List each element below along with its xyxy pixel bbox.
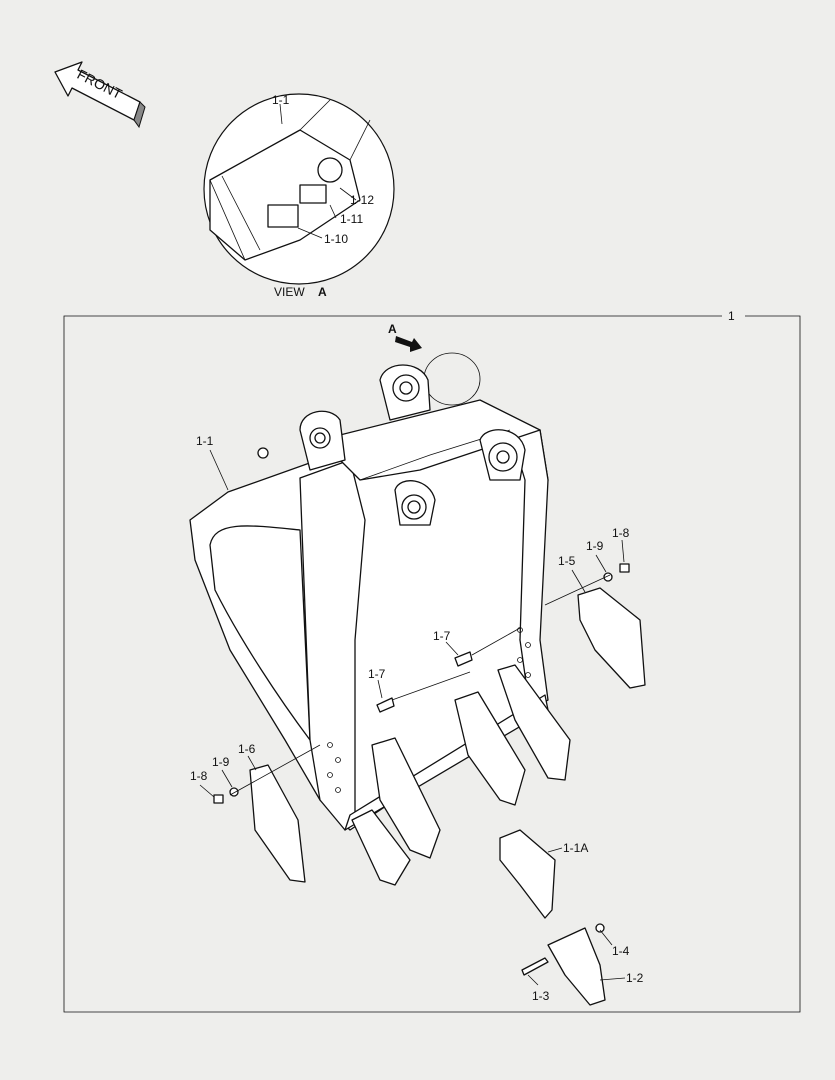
- pin-1-3: [521, 957, 549, 976]
- assembly-number: 1: [728, 309, 735, 323]
- callout-1-4: 1-4: [612, 944, 630, 958]
- fasteners: [213, 563, 630, 804]
- callout-1-2: 1-2: [626, 971, 644, 985]
- bolt-upper: [454, 651, 473, 667]
- callout-1-1A: 1-1A: [563, 841, 588, 855]
- side-cutter-1-6: [249, 764, 306, 883]
- view-arrow-letter: A: [388, 322, 397, 336]
- callout-1-8-left: 1-8: [190, 769, 208, 783]
- tooth-assembly: [499, 829, 606, 1006]
- washer-left: [229, 787, 239, 797]
- tooth-1-2: [547, 927, 606, 1006]
- decal-plate-1-10: [267, 204, 299, 228]
- callout-1-9-left: 1-9: [212, 755, 230, 769]
- decal-plate-1-12: [299, 184, 327, 204]
- bolt-lower: [376, 697, 395, 713]
- bucket-teeth: [351, 664, 571, 886]
- callout-1-12: 1-12: [350, 193, 374, 207]
- view-caption-prefix: VIEW: [274, 285, 305, 299]
- side-cutter-1-5: [577, 587, 646, 689]
- callout-1-11: 1-11: [340, 212, 363, 226]
- view-caption-letter: A: [318, 285, 327, 299]
- lock-1-4: [595, 923, 605, 933]
- callout-1-7-lower: 1-7: [368, 667, 386, 681]
- front-arrow: FRONT: [54, 61, 146, 129]
- callout-1-7-upper: 1-7: [433, 629, 451, 643]
- callout-1-1: 1-1: [196, 434, 214, 448]
- detail-view-a: 1-1 1-12 1-11 1-10 VIEW A: [203, 93, 395, 299]
- callout-1-8-right: 1-8: [612, 526, 630, 540]
- nut-right: [619, 563, 630, 573]
- callout-1-1-detail: 1-1: [272, 93, 290, 107]
- tooth-adapter-1-1A: [499, 829, 556, 919]
- callout-1-6: 1-6: [238, 742, 256, 756]
- callout-1-9-right: 1-9: [586, 539, 604, 553]
- nut-left: [213, 794, 224, 804]
- side-cutters: [249, 587, 646, 883]
- callout-1-10: 1-10: [324, 232, 348, 246]
- callout-1-3: 1-3: [532, 989, 550, 1003]
- callout-1-5: 1-5: [558, 554, 576, 568]
- assembly-frame: 1: [63, 309, 801, 1013]
- callouts: 1-1 1-1A 1-4 1-2 1-3 1-5 1-9 1-8 1-7 1-7…: [190, 434, 644, 1003]
- bucket-body: [189, 364, 549, 831]
